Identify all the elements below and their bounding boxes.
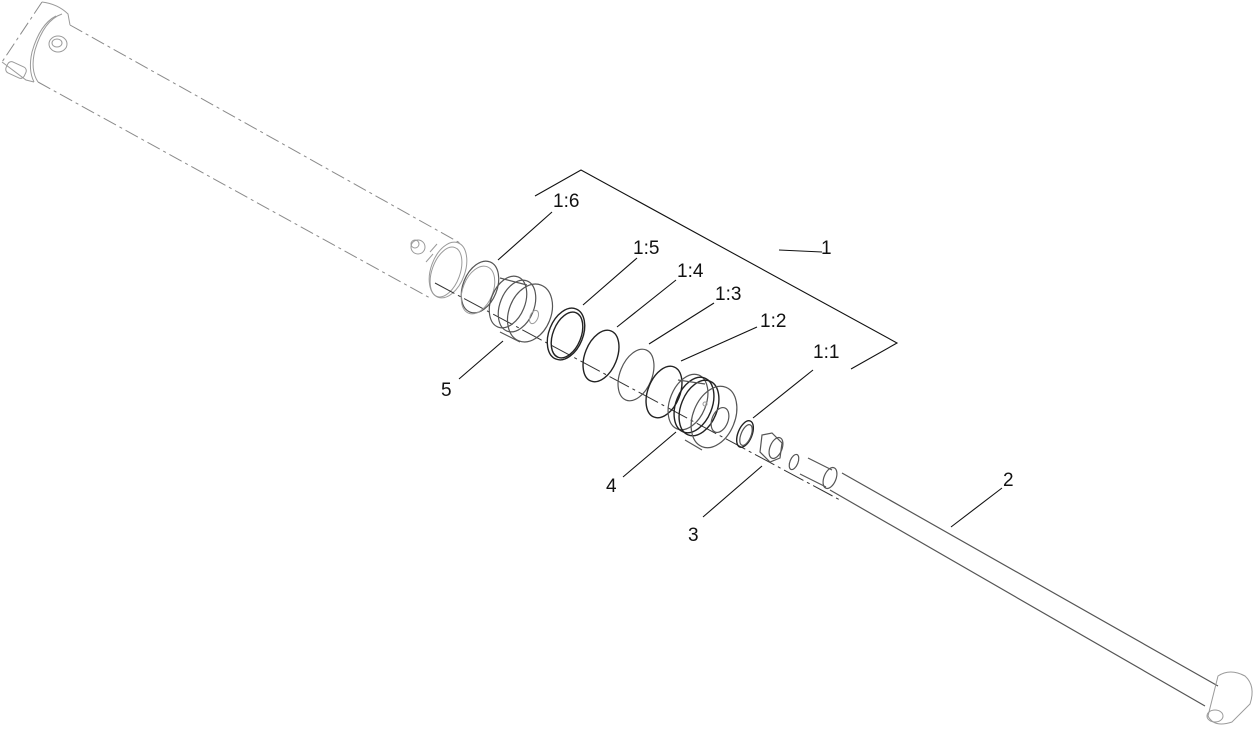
callout-2: 2 <box>1003 470 1014 491</box>
callout-1-6: 1:6 <box>553 191 579 212</box>
assembly-1-bracket <box>534 169 899 370</box>
callout-4: 4 <box>606 476 617 497</box>
callout-1-3: 1:3 <box>715 284 741 305</box>
callout-3: 3 <box>688 525 699 546</box>
part-1-1-seal <box>735 420 755 448</box>
assembly-axis <box>434 282 841 501</box>
callout-1-1: 1:1 <box>813 342 839 363</box>
part-1-5-seal <box>546 307 586 361</box>
callout-1: 1 <box>821 238 832 259</box>
callout-1-4: 1:4 <box>677 261 704 282</box>
part-2-rod <box>799 457 1253 725</box>
rod-o-ring <box>788 453 800 471</box>
cylinder-barrel-phantom <box>1 1 468 299</box>
part-3-nut <box>759 432 784 463</box>
part-5-gland <box>488 275 554 343</box>
callout-1-5: 1:5 <box>633 238 659 259</box>
part-4-piston <box>667 373 738 451</box>
leader-lines <box>458 211 1003 528</box>
callout-5: 5 <box>441 380 452 401</box>
callout-1-2: 1:2 <box>760 311 786 332</box>
part-1-4-o-ring <box>582 329 620 383</box>
part-1-2-ring <box>645 365 683 419</box>
